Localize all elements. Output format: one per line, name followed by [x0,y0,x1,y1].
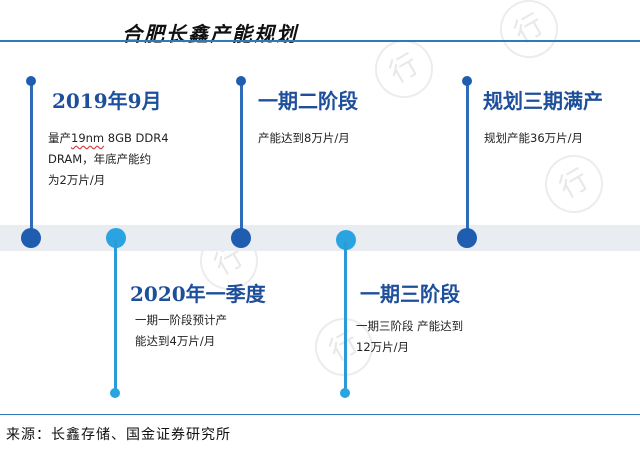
stem-top-dot-phase3-full [462,76,472,86]
milestone-heading-2020-q1: 2020年一季度 [130,282,266,306]
desc-phase1-stage3-line1: 一期三阶段 产能达到 [356,319,464,333]
timeline-dot-2020-q1 [106,228,126,248]
desc-2019-09-line1-pre: 量产 [48,131,71,145]
desc-2019-09-line1-post: 8GB DDR4 [104,131,169,145]
milestone-heading-phase1-stage2: 一期二阶段 [258,89,358,113]
desc-2020-q1-line2: 能达到4万片/月 [135,334,216,348]
desc-phase3-full-line1: 规划产能36万片/月 [484,131,584,145]
timeline-band [0,225,640,251]
timeline-dot-phase3-full [457,228,477,248]
stem-top-dot-2019-09 [26,76,36,86]
stem-top-dot-phase1-stage2 [236,76,246,86]
milestone-heading-2019-09: 2019年9月 [52,89,162,113]
stem-2020-q1 [114,240,117,392]
watermark-3: 行 [534,144,614,224]
desc-phase1-stage3-line2: 12万片/月 [356,340,410,354]
stem-bottom-dot-2020-q1 [110,388,120,398]
source-note: 来源：长鑫存储、国金证券研究所 [6,427,231,443]
milestone-desc-phase3-full: 规划产能36万片/月 [484,128,583,149]
stem-phase3-full [466,80,469,235]
milestone-desc-2020-q1: 一期一阶段预计产 能达到4万片/月 [135,310,227,352]
timeline-dot-phase1-stage3 [336,230,356,250]
page-title: 合肥长鑫产能规划 [122,22,298,46]
milestone-desc-phase1-stage2: 产能达到8万片/月 [258,128,350,149]
timeline-dot-2019-09 [21,228,41,248]
desc-2020-q1-line1: 一期一阶段预计产 [135,313,227,327]
milestone-desc-2019-09: 量产19nm 8GB DDR4 DRAM，年底产能约 为2万片/月 [48,128,169,191]
stem-phase1-stage2 [240,80,243,235]
bottom-divider [0,414,640,415]
timeline-dot-phase1-stage2 [231,228,251,248]
desc-2019-09-line3: 为2万片/月 [48,173,106,187]
stem-phase1-stage3 [344,242,347,392]
milestone-heading-phase3-full: 规划三期满产 [483,89,603,113]
watermark-5: 行 [489,0,569,69]
desc-2019-09-line2: DRAM，年底产能约 [48,152,152,166]
milestone-desc-phase1-stage3: 一期三阶段 产能达到 12万片/月 [356,316,463,358]
top-divider [0,40,640,42]
stem-2019-09 [30,80,33,235]
milestone-heading-phase1-stage3: 一期三阶段 [360,282,460,306]
stem-bottom-dot-phase1-stage3 [340,388,350,398]
desc-phase1-stage2-line1: 产能达到8万片/月 [258,131,350,145]
desc-2019-09-line1-underlined: 19nm [71,131,105,145]
